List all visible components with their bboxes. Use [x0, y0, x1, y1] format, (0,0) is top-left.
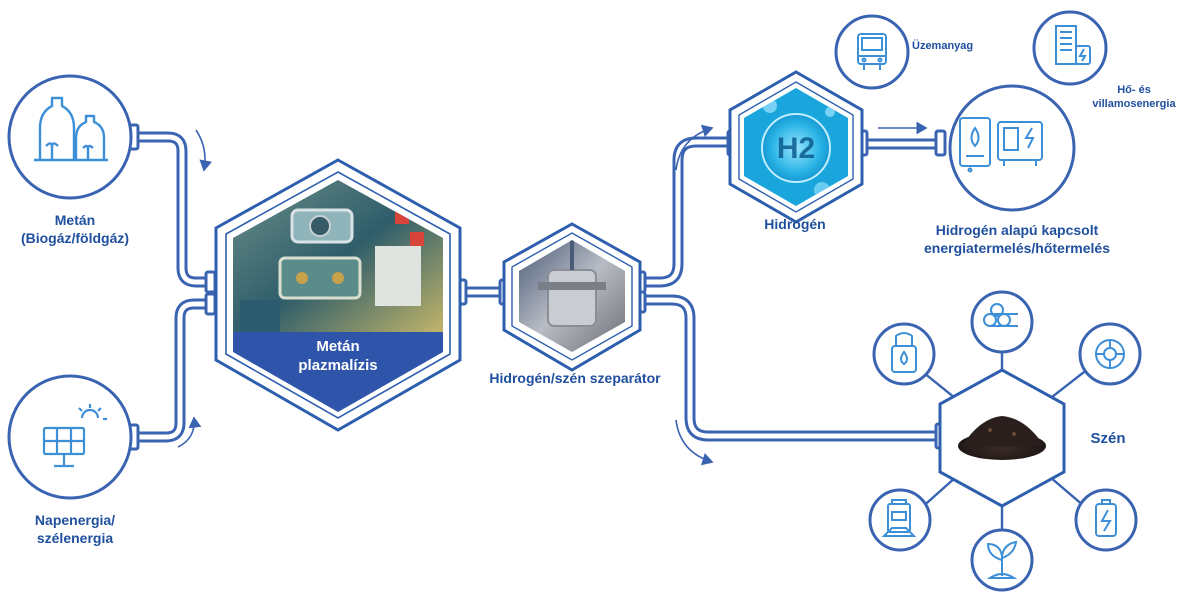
- boiler-generator-icon: [959, 117, 1043, 173]
- solar-panel-icon: [42, 404, 107, 468]
- carbon-label-text: Szén: [1090, 430, 1126, 447]
- carbon-node: [868, 290, 1142, 592]
- pipe-renewable-to-plasmalysis: [138, 298, 210, 443]
- heat-power-label-line1: Hő- és: [1117, 84, 1151, 96]
- renewable-label-line2: szélenergia: [36, 529, 114, 546]
- fuel-label: Üzemanyag: [912, 40, 982, 54]
- methane-label-line2: (Biogáz/földgáz): [20, 229, 130, 246]
- fuel-label-text: Üzemanyag: [912, 40, 974, 52]
- hydrogen-badge: H2: [777, 132, 815, 165]
- building-power-icon: [1055, 25, 1091, 65]
- plant-icon: [986, 540, 1018, 579]
- methane-label-line1: Metán: [54, 212, 96, 228]
- carbon-use-plant: [970, 528, 1034, 592]
- renewable-label: Napenergia/ szélenergia: [10, 512, 140, 547]
- flow-arrow-renewable: [177, 416, 202, 448]
- heat-power-label-line2: villamosenergia: [1092, 97, 1176, 110]
- hydrogen-label: Hidrogén: [740, 216, 850, 234]
- pipe-separator-to-hydrogen: [642, 136, 730, 288]
- heat-power-node: [1032, 10, 1108, 86]
- pipe-methane-to-plasmalysis: [138, 131, 210, 288]
- carbon-label: Szén: [1078, 430, 1138, 449]
- pipes-icon: [983, 303, 1018, 327]
- carbon-use-pipes: [970, 290, 1034, 354]
- carbon-use-battery: [1074, 488, 1138, 552]
- methane-source-node: [7, 74, 133, 200]
- hydrogen-label-text: Hidrogén: [764, 216, 826, 232]
- carbon-use-canister: [872, 322, 936, 386]
- pipe-separator-to-carbon: [642, 294, 940, 442]
- canister-icon: [891, 332, 917, 373]
- separator-node: [502, 222, 642, 372]
- fuel-node: [834, 14, 910, 90]
- flow-arrow-carbon-down: [675, 419, 714, 466]
- plasmalysis-label: Metán plazmalízis: [278, 338, 398, 376]
- plasmalysis-node: [214, 158, 462, 432]
- chp-node: [948, 84, 1076, 212]
- biogas-tanks-icon: [34, 96, 108, 162]
- tire-icon: [1095, 339, 1125, 369]
- bag-icon: [881, 499, 917, 537]
- flow-arrow-hydrogen-up: [675, 124, 714, 171]
- chp-label-line1: Hidrogén alapú kapcsolt: [935, 222, 1099, 238]
- separator-label: Hidrogén/szén szeparátor: [470, 370, 680, 388]
- chp-label: Hidrogén alapú kapcsolt energiatermelés/…: [912, 222, 1122, 257]
- chp-label-line2: energiatermelés/hőtermelés: [924, 239, 1110, 256]
- battery-icon: [1095, 499, 1117, 537]
- renewable-label-line1: Napenergia/: [34, 512, 116, 528]
- methane-label: Metán (Biogáz/földgáz): [10, 212, 140, 247]
- carbon-pile: [958, 416, 1046, 460]
- plasmalysis-label-line1: Metán: [316, 338, 360, 355]
- carbon-use-bag: [868, 488, 932, 552]
- separator-label-text: Hidrogén/szén szeparátor: [489, 370, 661, 386]
- plasmalysis-label-line2: plazmalízis: [298, 356, 378, 374]
- hydrogen-node: H2: [728, 70, 864, 224]
- carbon-use-tire: [1078, 322, 1142, 386]
- flow-arrows: [177, 121, 928, 466]
- renewable-source-node: [7, 374, 133, 500]
- truck-icon: [857, 33, 887, 70]
- flow-arrow-methane: [195, 129, 213, 172]
- heat-power-label: Hő- és villamosenergia: [1086, 84, 1182, 112]
